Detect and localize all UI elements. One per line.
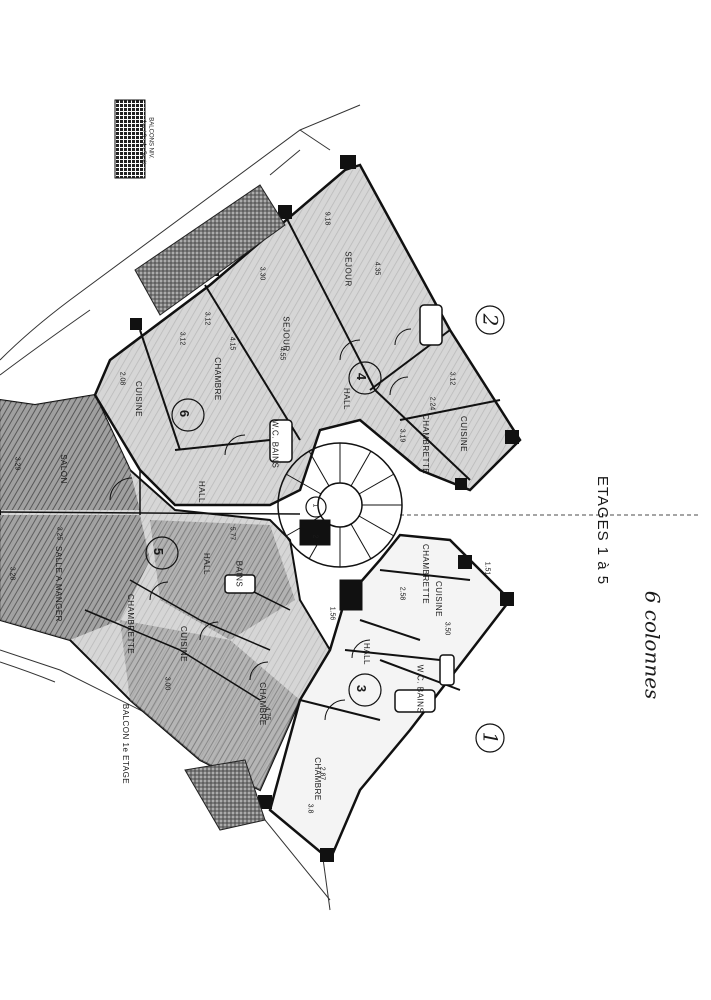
room-label: CUISINE <box>133 381 143 417</box>
room-label: HALL <box>197 480 207 504</box>
dimension-label: 3.8 <box>306 803 314 814</box>
dimension-label: 3.00 <box>163 676 171 691</box>
apartment-number: 6 <box>177 409 193 418</box>
dimension-label: 4.75 <box>263 706 271 721</box>
dimension-label: 2.87 <box>318 766 326 781</box>
room-label: CHAMBRE <box>212 357 222 401</box>
room-label: CHAMBRETTE <box>421 543 431 605</box>
west-wing <box>0 393 332 792</box>
north-wing <box>93 155 522 507</box>
room-label: SALLE A MANGER <box>53 546 63 622</box>
drawing-title: ETAGES 1 à 5 <box>594 475 612 586</box>
circled-markers <box>145 305 505 753</box>
dimension-label: 2.08 <box>118 371 126 386</box>
room-label: CUISINE <box>178 626 188 662</box>
dimension-label: 3.30 <box>258 266 266 281</box>
room-label: HALL <box>342 387 352 411</box>
dimension-label: 3.12 <box>178 331 186 346</box>
dimension-label: 3.12 <box>203 311 211 326</box>
apartment-marker: 1 <box>311 503 319 508</box>
bathtubs <box>224 304 455 713</box>
apartment-number: 5 <box>151 547 167 556</box>
room-label: CHAMBRETTE <box>421 413 431 475</box>
dimension-label: 4.55 <box>278 346 286 361</box>
central-staircase <box>277 442 700 611</box>
dimension-label: 1.56 <box>328 606 336 621</box>
dimension-label: 9.18 <box>323 211 331 226</box>
apartment-marker: 2 <box>478 313 503 327</box>
dimension-label: 3.12 <box>448 371 456 386</box>
dimension-label: 3.19 <box>398 428 406 443</box>
legend-line-2: 1er / 3 - 4 - 5e ét. <box>140 119 147 167</box>
dimension-label: 3.28 <box>8 566 16 581</box>
legend-line-1: BALCONS NIV. <box>147 117 154 159</box>
balcony-label: BALCON 1e ETAGE <box>121 703 131 785</box>
room-label: SEJOUR <box>343 251 353 287</box>
room-label: W.C. BAINS <box>415 664 425 714</box>
dimension-label: 1.51 <box>483 561 491 576</box>
room-label: CUISINE <box>458 416 468 452</box>
room-label: SALON <box>58 454 68 484</box>
south-east-wing <box>258 533 514 863</box>
room-label: CHAMBRETTE <box>126 593 136 655</box>
door-swings <box>109 328 412 721</box>
dimension-label: 2.24 <box>428 396 436 411</box>
balconies <box>134 184 286 831</box>
dimension-label: 2.58 <box>398 586 406 601</box>
dimension-label: 4.35 <box>373 261 381 276</box>
room-label: HALL <box>362 642 372 666</box>
legend-swatch <box>114 99 146 179</box>
dimension-label: 3.29 <box>13 456 21 471</box>
dimension-label: 3.50 <box>443 621 451 636</box>
room-label: HALL <box>202 552 212 576</box>
dimension-label: 4.15 <box>228 336 236 351</box>
room-label: W.C. BAINS <box>270 419 280 469</box>
dimension-label: 3.25 <box>55 526 63 541</box>
apartment-marker: 2 <box>311 534 319 539</box>
apartment-number: 3 <box>354 684 370 693</box>
dimension-label: 5.77 <box>228 526 236 541</box>
room-label: CUISINE <box>433 581 443 617</box>
apartment-marker: 1 <box>478 731 503 745</box>
handwritten-note: 6 colonnes <box>640 590 665 700</box>
apartment-number: 4 <box>354 372 370 381</box>
room-label: BAINS <box>234 560 244 588</box>
